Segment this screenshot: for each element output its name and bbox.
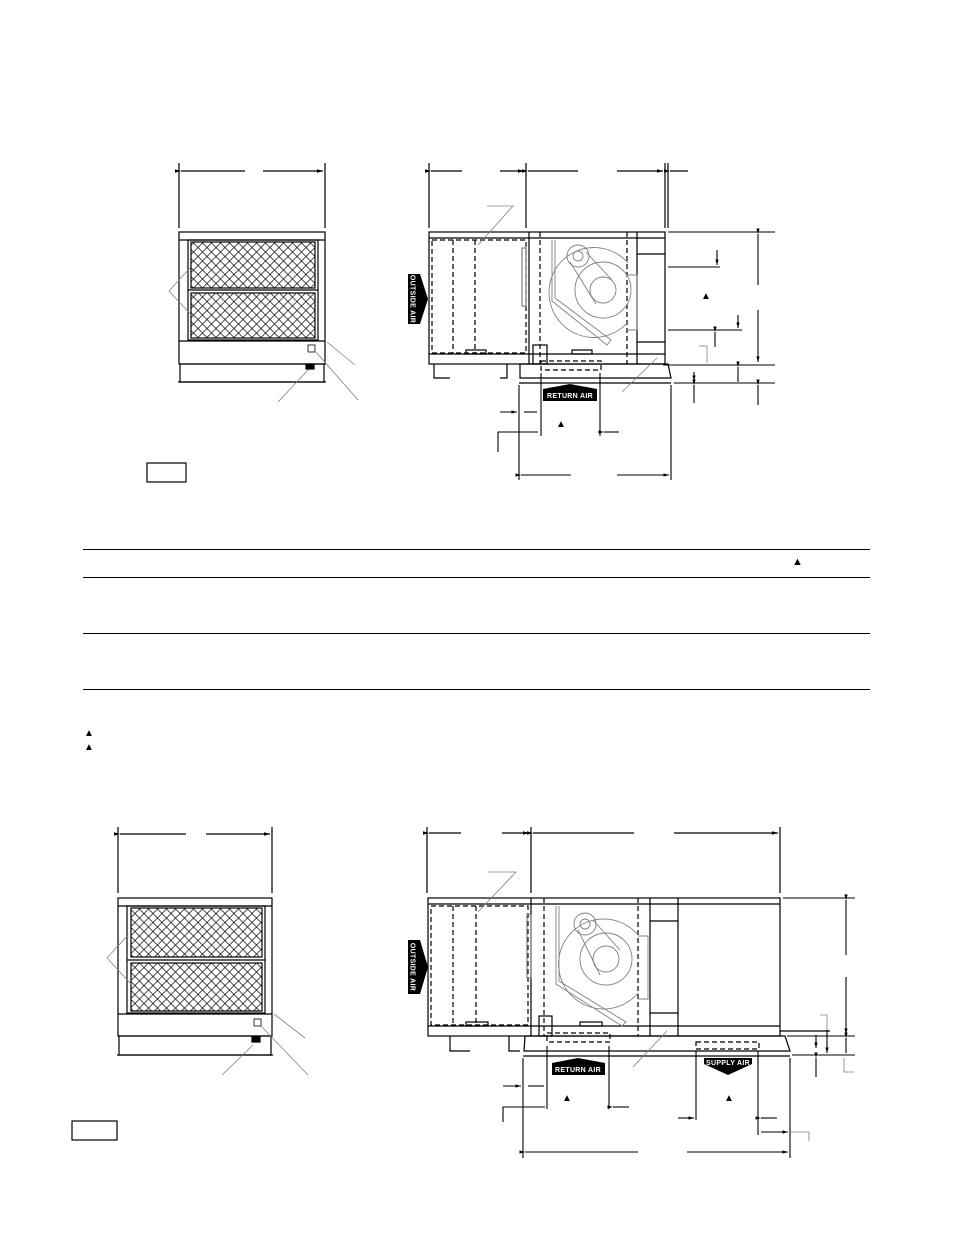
side-view-top-dimensions xyxy=(497,228,775,480)
footnote-2: ▲ xyxy=(84,742,94,753)
svg-text:SUPPLY AIR: SUPPLY AIR xyxy=(706,1060,750,1067)
outside-air-arrow-top: OUTSIDE AIR xyxy=(408,274,428,324)
svg-text:▲: ▲ xyxy=(556,419,566,430)
return-air-arrow-top: RETURN AIR xyxy=(543,384,597,401)
view-label-box-bottom xyxy=(71,1120,118,1141)
front-view-top xyxy=(175,163,326,383)
footnote-marker: ▲ xyxy=(84,728,94,739)
table-top-rule xyxy=(83,549,870,550)
front-view-bottom xyxy=(114,827,273,1056)
blower-top xyxy=(548,240,638,346)
table-bottom-rule xyxy=(83,689,870,690)
svg-text:RETURN AIR: RETURN AIR xyxy=(547,393,593,400)
front-view-top-leaders xyxy=(168,267,359,403)
table-header-rule xyxy=(83,577,870,578)
svg-text:OUTSIDE AIR: OUTSIDE AIR xyxy=(409,943,416,991)
table-header-marker: ▲ xyxy=(792,556,803,568)
svg-text:▲: ▲ xyxy=(562,1093,572,1104)
outside-air-arrow-bottom: OUTSIDE AIR xyxy=(408,940,428,994)
footnote-1: ▲ xyxy=(84,728,94,739)
svg-text:▲: ▲ xyxy=(701,291,711,302)
svg-text:RETURN AIR: RETURN AIR xyxy=(555,1067,601,1074)
table-row-rule xyxy=(83,633,870,634)
footnote-marker: ▲ xyxy=(84,742,94,753)
svg-text:▲: ▲ xyxy=(724,1093,734,1104)
side-view-bottom xyxy=(423,827,830,1057)
supply-air-arrow-bottom: SUPPLY AIR xyxy=(704,1058,752,1075)
return-air-arrow-bottom: RETURN AIR xyxy=(552,1058,605,1075)
svg-text:OUTSIDE AIR: OUTSIDE AIR xyxy=(409,275,416,323)
view-label-box-top xyxy=(146,462,187,483)
